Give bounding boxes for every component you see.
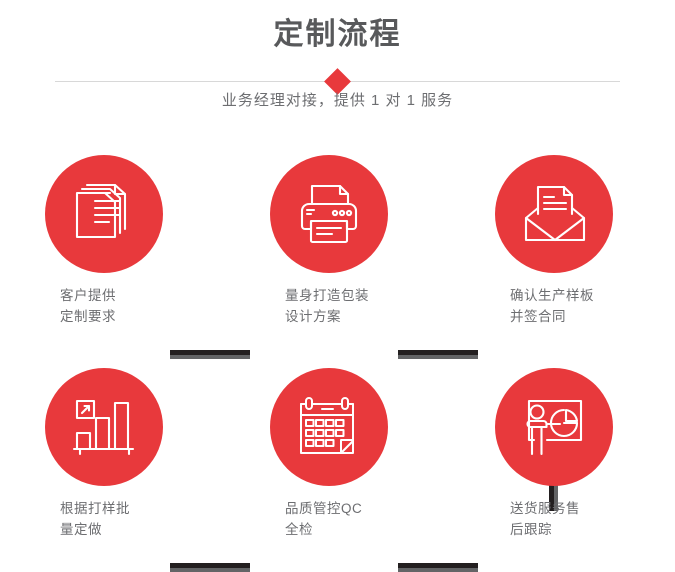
step-item-3[interactable]: 确认生产样板 并签合同 — [450, 140, 675, 345]
step-3-label: 确认生产样板 并签合同 — [510, 285, 670, 327]
page-subtitle: 业务经理对接，提供 1 对 1 服务 — [221, 92, 454, 109]
step-1-label-line1: 客户提供 — [60, 288, 116, 303]
step-6-label: 送货服务售 后跟踪 — [510, 498, 670, 540]
step-3-label-line1: 确认生产样板 — [510, 288, 594, 303]
step-1-icon-circle[interactable] — [45, 155, 163, 273]
calendar-icon — [295, 393, 363, 461]
connector-bottom-bar — [170, 568, 250, 572]
step-2-icon-circle[interactable] — [270, 155, 388, 273]
bar-chart-growth-icon — [71, 394, 137, 460]
step-4-icon-circle[interactable] — [45, 368, 163, 486]
connector-top-bar — [398, 350, 478, 355]
step-item-1[interactable]: 客户提供 定制要求 — [0, 140, 230, 345]
step-6-icon-circle[interactable] — [495, 368, 613, 486]
step-5-icon-circle[interactable] — [270, 368, 388, 486]
connector-bottom-bar — [398, 355, 478, 359]
step-1-label-line2: 定制要求 — [60, 309, 116, 324]
step-item-2[interactable]: 量身打造包装 设计方案 — [225, 140, 455, 345]
step-4-label-line1: 根据打样批 — [60, 501, 130, 516]
step-4-label-line2: 量定做 — [60, 522, 102, 537]
step-item-6[interactable]: 送货服务售 后跟踪 — [450, 353, 675, 558]
step-2-label-line1: 量身打造包装 — [285, 288, 369, 303]
connector-step4-step5 — [170, 563, 250, 572]
connector-step1-step2 — [170, 350, 250, 359]
connector-step5-step6 — [398, 563, 478, 572]
page-title: 定制流程 — [273, 18, 402, 51]
step-2-label-line2: 设计方案 — [285, 309, 341, 324]
connector-step2-step3 — [398, 350, 478, 359]
connector-bottom-bar — [398, 568, 478, 572]
step-3-icon-circle[interactable] — [495, 155, 613, 273]
step-4-label: 根据打样批 量定做 — [60, 498, 220, 540]
title-divider — [55, 68, 620, 95]
step-5-label-line2: 全检 — [285, 522, 313, 537]
documents-stack-icon — [71, 181, 137, 247]
printer-icon — [295, 180, 363, 248]
step-2-label: 量身打造包装 设计方案 — [285, 285, 445, 327]
connector-left-bar — [549, 471, 554, 511]
step-item-5[interactable]: 品质管控QC 全检 — [225, 353, 455, 558]
envelope-letter-icon — [520, 180, 588, 248]
step-item-4[interactable]: 根据打样批 量定做 — [0, 353, 230, 558]
step-6-label-line1: 送货服务售 — [510, 501, 580, 516]
step-1-label: 客户提供 定制要求 — [60, 285, 220, 327]
page-header: 定制流程 业务经理对接，提供 1 对 1 服务 — [0, 0, 675, 135]
presenter-pie-chart-icon — [520, 393, 588, 461]
connector-right-bar — [554, 471, 558, 511]
step-5-label-line1: 品质管控QC — [285, 501, 363, 516]
step-6-label-line2: 后跟踪 — [510, 522, 552, 537]
step-5-label: 品质管控QC 全检 — [285, 498, 445, 540]
connector-bottom-bar — [170, 355, 250, 359]
connector-step3-step6 — [549, 471, 558, 511]
step-3-label-line2: 并签合同 — [510, 309, 566, 324]
process-steps: 客户提供 定制要求 — [0, 140, 675, 572]
connector-top-bar — [170, 350, 250, 355]
